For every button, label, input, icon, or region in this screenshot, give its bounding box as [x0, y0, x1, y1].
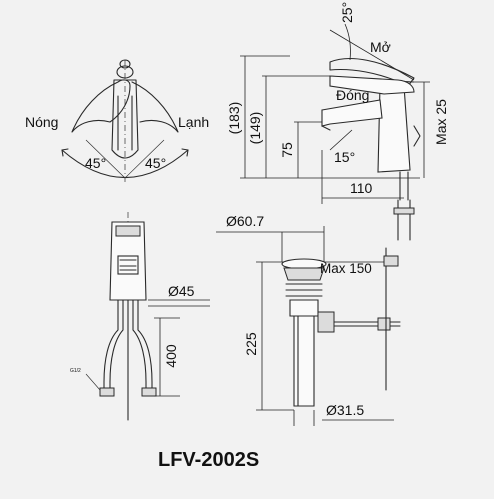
hose-nut-right [141, 387, 157, 397]
model-number: LFV-2002S [158, 449, 259, 471]
closed-label: Đóng [336, 87, 369, 103]
faucet-front-view: Ø45 400 G1/2 [70, 212, 210, 421]
max-150-label: Max 150 [320, 261, 372, 276]
spout [321, 99, 383, 127]
faucet-side-view: 25° Mở Đóng (183) (149) 75 15° Max 25 11… [226, 2, 449, 241]
dia-60-7-label: Ø60.7 [226, 213, 264, 229]
angle-ray-left [85, 139, 126, 179]
open-label: Mở [370, 39, 391, 55]
front-handle-cap [115, 225, 141, 237]
handle-knob [119, 59, 131, 69]
dia-45-label: Ø45 [168, 283, 195, 299]
pull-rod [413, 125, 421, 147]
lever-closed [329, 75, 415, 95]
dia-31-5-label: Ø31.5 [326, 402, 364, 418]
max-25-label: Max 25 [433, 99, 449, 145]
shank-lower [397, 199, 411, 241]
hose-thread-label: G1/2 [70, 368, 81, 374]
lift-rod-connector [383, 255, 399, 267]
drain-nut [289, 299, 319, 317]
drain-pipe [293, 315, 315, 407]
arc-arrow-right [181, 148, 189, 157]
front-aerator [117, 255, 139, 275]
dim-400-label: 400 [163, 344, 179, 368]
dim-225-label: 225 [243, 332, 259, 356]
open-angle-label: 25° [339, 2, 355, 23]
right-angle-label: 45° [145, 155, 166, 171]
dim-75-label: 75 [279, 142, 295, 158]
drain-thread [285, 283, 323, 297]
hose-nut-left [99, 387, 115, 397]
handle-body [111, 79, 139, 159]
handle-body-inner [117, 95, 133, 151]
hose-left [103, 299, 119, 391]
handle-top-view: Nóng Lạnh 45° 45° [25, 59, 209, 182]
aerator-lines [119, 259, 137, 271]
spout-tip [321, 125, 331, 131]
dim-183-label: (183) [226, 102, 242, 135]
handle-lever-right [131, 81, 179, 133]
lock-nut [393, 207, 415, 215]
hose-left-inner [109, 299, 124, 391]
open-angle-arc [344, 23, 351, 61]
rod-clip [377, 317, 391, 331]
hose-right-inner [132, 299, 147, 391]
hose-right [137, 299, 153, 391]
dim-149-label: (149) [247, 112, 263, 145]
thread-leader [85, 373, 101, 391]
drain-flange [283, 267, 325, 281]
angle-ray-right [124, 139, 165, 179]
faucet-body [377, 85, 411, 173]
cold-label: Lạnh [178, 114, 209, 130]
left-angle-label: 45° [85, 155, 106, 171]
handle-cap [116, 65, 134, 79]
open-angle-line [329, 29, 415, 81]
drain-rod-housing [317, 311, 335, 333]
spout-angle-line [329, 129, 353, 151]
hot-label: Nóng [25, 114, 58, 130]
drain-view: Ø60.7 Max 150 225 Ø31.5 [216, 213, 401, 426]
shank [399, 171, 409, 201]
arc-arrow-left [61, 148, 69, 157]
spout-angle-label: 15° [334, 149, 355, 165]
handle-lever-left [71, 79, 131, 133]
dim-110-label: 110 [350, 180, 373, 196]
